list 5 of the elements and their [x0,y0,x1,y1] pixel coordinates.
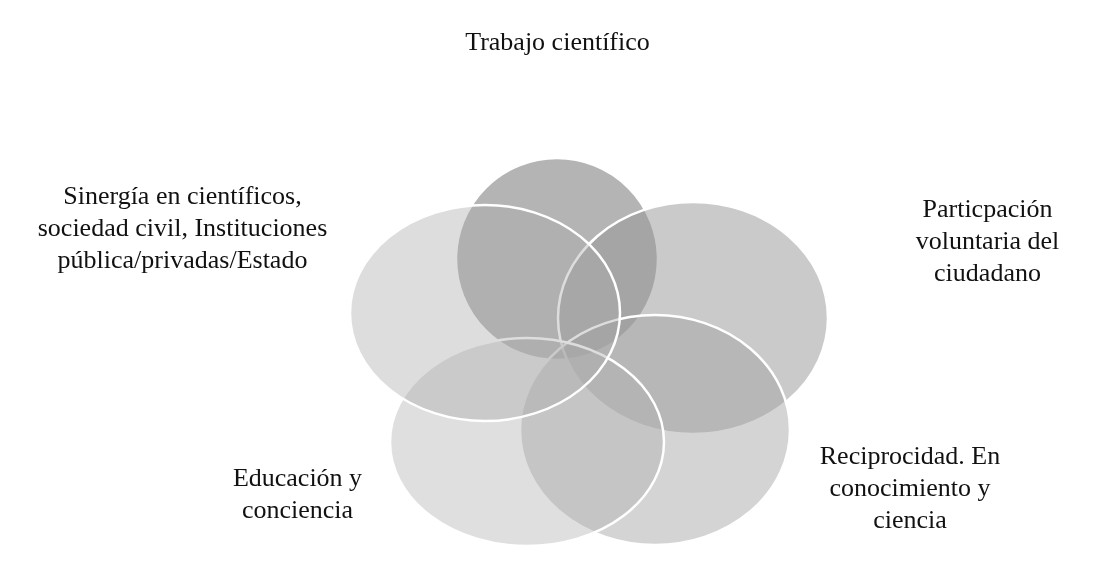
circle-label: Reciprocidad. En conocimiento y ciencia [818,440,1002,536]
circle-label: Sinergía en científicos, sociedad civil, Instituciones pública/privadas/Estado [36,180,329,276]
circle-label: Trabajo científico [464,26,651,58]
circle-label: Educación y conciencia [231,462,364,526]
circle-label: Particpación voluntaria del ciudadano [914,193,1061,289]
